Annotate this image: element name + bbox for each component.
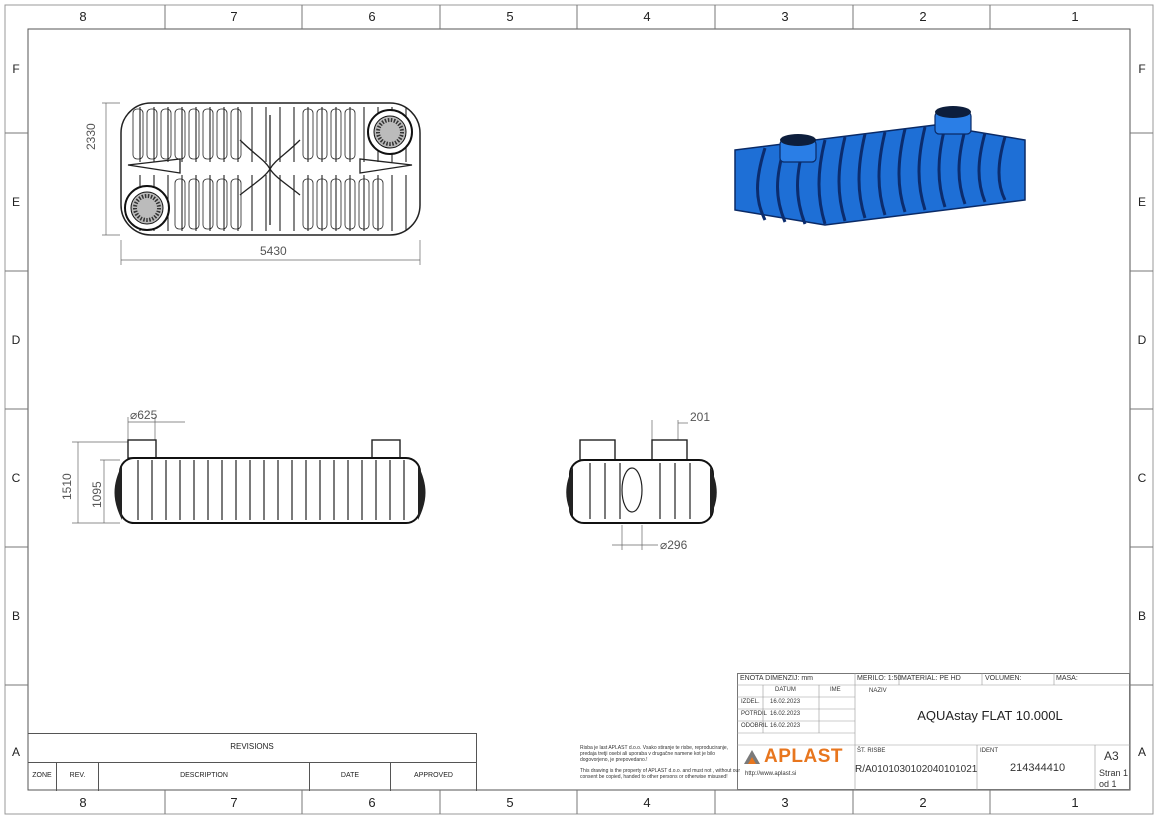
tank-3d-render: [734, 106, 1026, 226]
title-block: [737, 673, 1130, 790]
column-label: 6: [368, 795, 376, 810]
rev-header-rev: REV.: [69, 772, 86, 779]
row-label: E: [1137, 195, 1146, 209]
drawing-number: R/A0101030102040101021: [855, 764, 977, 775]
copyright-en: This drawing is the property of APLAST d…: [580, 768, 740, 780]
row-label: D: [1137, 333, 1147, 347]
row-label-odobril: ODOBRIL: [741, 723, 769, 729]
column-label: 1: [1071, 9, 1079, 24]
column-label: 4: [643, 795, 651, 810]
column-label: 3: [781, 795, 789, 810]
row-label-izdel: IZDEL.: [741, 699, 760, 705]
ident-label: IDENT: [980, 748, 998, 754]
rev-header-description: DESCRIPTION: [180, 772, 228, 779]
copyright-si: Risba je last APLAST d.o.o. Vsako stiran…: [580, 745, 729, 763]
column-label: 5: [506, 795, 514, 810]
ident-number: 214344410: [1010, 762, 1066, 774]
aplast-logo: APLAST: [742, 746, 854, 768]
scale-label: MERILO: 1:50: [857, 675, 902, 682]
row-label: A: [11, 745, 20, 759]
row-label: B: [1137, 609, 1146, 623]
column-label: 2: [919, 795, 927, 810]
rev-header-date: DATE: [340, 772, 360, 779]
column-label: 3: [781, 9, 789, 24]
row-label: A: [1137, 745, 1146, 759]
row-date-odobril: 16.02.2023: [770, 723, 801, 729]
rev-header-zone: ZONE: [32, 772, 52, 779]
top-view-drawing: [102, 102, 421, 265]
row-label-potrdil: POTRDIL: [741, 711, 768, 717]
mass-label: MASA:: [1056, 675, 1078, 682]
row-label: C: [11, 471, 21, 485]
volume-label: VOLUMEN:: [985, 675, 1022, 682]
side-total-height: 1510: [60, 473, 74, 500]
row-label: D: [11, 333, 21, 347]
sheet-size: A3: [1104, 749, 1119, 763]
column-label: 7: [230, 9, 238, 24]
row-date-potrdil: 16.02.2023: [770, 711, 801, 717]
name-header: IME: [830, 687, 841, 693]
rev-header-approved: APPROVED: [414, 772, 453, 779]
side-view-drawing: [72, 417, 426, 524]
column-label: 7: [230, 795, 238, 810]
row-label: C: [1137, 471, 1147, 485]
end-top-dimension: 201: [690, 410, 711, 424]
end-view-drawing: [566, 420, 717, 550]
naziv-label: NAZIV: [869, 688, 887, 694]
row-date-izdel: 16.02.2023: [770, 699, 801, 705]
row-label: F: [12, 62, 20, 76]
aplast-logo-text: APLAST: [764, 746, 843, 767]
top-height-dimension: 2330: [84, 123, 98, 150]
end-pipe-diameter: ⌀296: [660, 538, 688, 552]
column-label: 5: [506, 9, 514, 24]
drawing-number-label: ŠT. RISBE: [857, 748, 886, 754]
row-label: B: [11, 609, 20, 623]
column-label: 8: [79, 9, 87, 24]
aplast-logo-mark: [744, 750, 760, 764]
side-manhole-diameter: ⌀625: [130, 408, 158, 422]
column-label: 8: [79, 795, 87, 810]
top-length-dimension: 5430: [260, 244, 287, 258]
side-body-height: 1095: [90, 481, 104, 508]
page-total: od 1: [1099, 779, 1117, 789]
revisions-table: REVISIONS ZONE REV. DESCRIPTION DATE APP…: [28, 733, 477, 791]
website-link[interactable]: http://www.aplast.si: [745, 771, 797, 777]
revisions-title: REVISIONS: [230, 742, 274, 751]
material-label: MATERIAL: PE HD: [901, 675, 961, 682]
column-label: 6: [368, 9, 376, 24]
column-label: 2: [919, 9, 927, 24]
column-label: 4: [643, 9, 651, 24]
product-title: AQUAstay FLAT 10.000L: [917, 708, 1063, 723]
date-header: DATUM: [775, 687, 796, 693]
page-number: Stran 1: [1099, 768, 1129, 778]
row-label: E: [11, 195, 20, 209]
title-block-grid: [737, 673, 1130, 790]
unit-label: ENOTA DIMENZIJ: mm: [740, 675, 813, 682]
row-label: F: [1138, 62, 1146, 76]
column-label: 1: [1071, 795, 1079, 810]
